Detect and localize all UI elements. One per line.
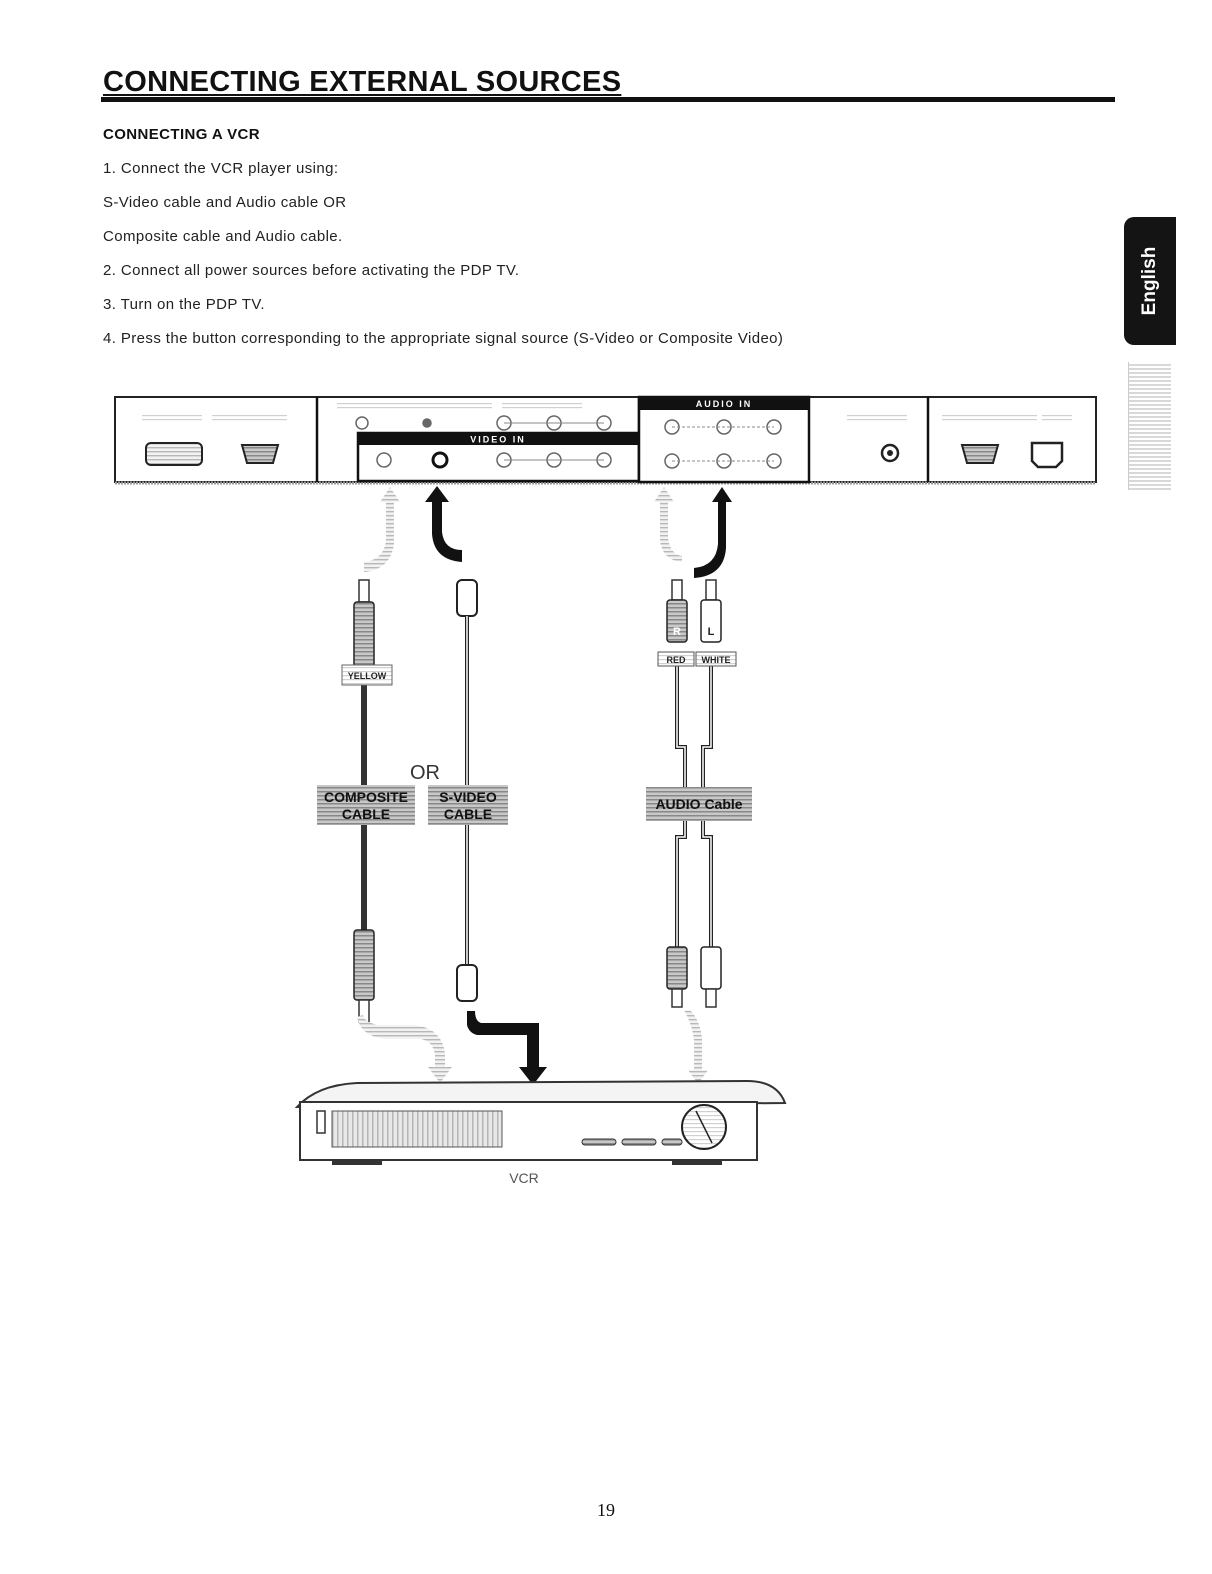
power-socket-icon: [1030, 441, 1064, 469]
step-line: 1. Connect the VCR player using:: [103, 160, 339, 177]
audio-left-arrow-icon: [694, 487, 732, 578]
vga-port-icon: [240, 444, 280, 464]
audio-to-vcr-arrow-icon: [684, 1010, 708, 1084]
service-port-icon: [960, 444, 1000, 464]
hatched-side-tab: [1128, 362, 1171, 490]
vcr-device-icon: [294, 1079, 787, 1165]
red-plug-label: RED: [666, 655, 686, 665]
vcr-label: VCR: [509, 1170, 539, 1186]
step-line: 3. Turn on the PDP TV.: [103, 296, 265, 313]
step-line: 2. Connect all power sources before acti…: [103, 262, 520, 279]
white-plug-label: WHITE: [702, 655, 731, 665]
composite-to-vcr-arrow-icon: [357, 1015, 452, 1083]
composite-cable-label-1: COMPOSITE: [324, 789, 408, 805]
connection-diagram: VIDEO IN AUDIO IN YELLOW: [114, 395, 1097, 1186]
language-tab-label: English: [1139, 246, 1160, 316]
tv-back-panel: VIDEO IN AUDIO IN: [114, 395, 1097, 485]
composite-cable-label-2: CABLE: [342, 806, 390, 822]
svideo-to-vcr-arrow-icon: [467, 1011, 547, 1085]
page-title: CONNECTING EXTERNAL SOURCES: [103, 66, 622, 98]
svideo-cable-label-2: CABLE: [444, 806, 492, 822]
svideo-cable-label-1: S-VIDEO: [439, 789, 497, 805]
yellow-plug-label: YELLOW: [348, 671, 387, 681]
audio-right-arrow-icon: [654, 487, 682, 562]
dvi-port-icon: [145, 442, 203, 466]
step-line: Composite cable and Audio cable.: [103, 228, 343, 245]
svideo-port-icon: [431, 451, 449, 469]
audio-in-label: AUDIO IN: [696, 399, 753, 409]
language-tab: English: [1124, 217, 1176, 345]
page-number: 19: [597, 1500, 615, 1520]
step-line: S-Video cable and Audio cable OR: [103, 194, 347, 211]
svideo-arrow-icon: [425, 486, 462, 562]
l-plug-label: L: [708, 626, 715, 638]
section-heading: CONNECTING A VCR: [103, 126, 260, 143]
title-rule: [101, 97, 1115, 102]
or-label: OR: [410, 762, 440, 784]
step-line: 4. Press the button corresponding to the…: [103, 330, 784, 347]
video-in-label: VIDEO IN: [470, 435, 526, 445]
composite-arrow-icon: [364, 487, 400, 572]
audio-cable-label: AUDIO Cable: [655, 796, 742, 812]
r-plug-label: R: [673, 626, 681, 638]
